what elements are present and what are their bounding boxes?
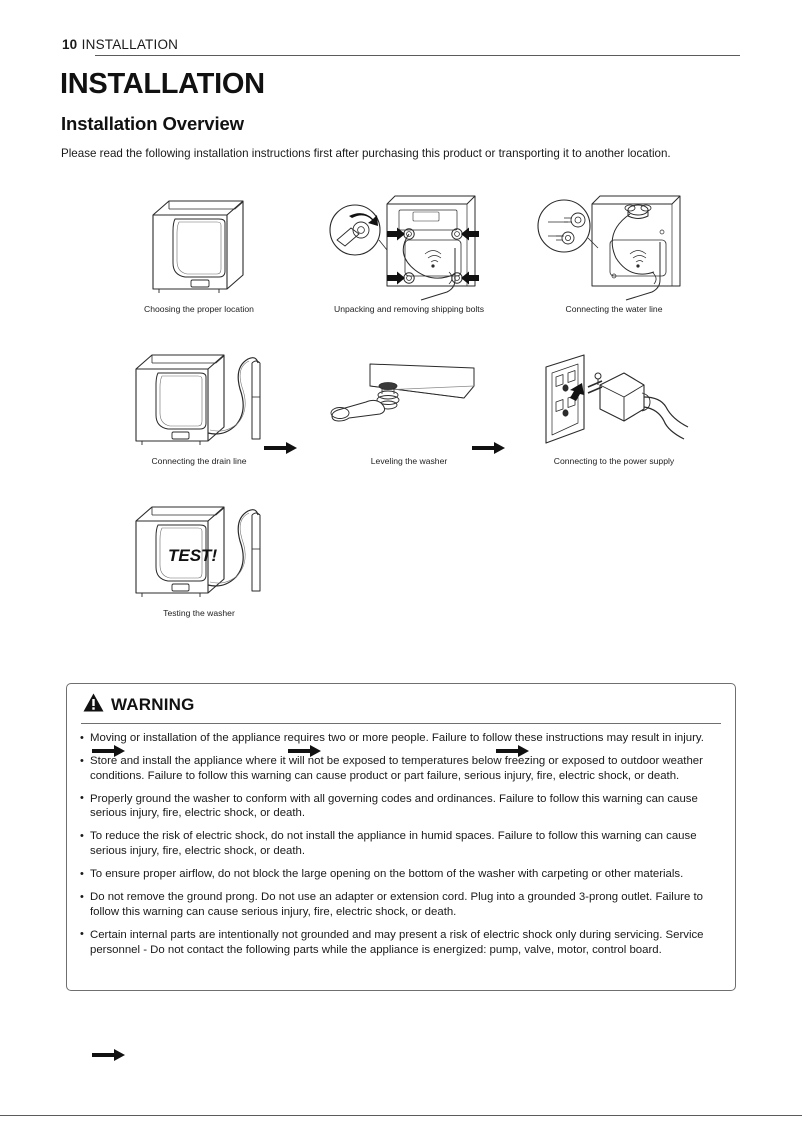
flow-step-water-line: Connecting the water line [511, 186, 717, 315]
flow-step-drain-line: Connecting the drain line [96, 338, 302, 467]
warning-callout-box: WARNING Moving or installation of the ap… [66, 683, 736, 991]
flow-caption: Connecting to the power supply [553, 456, 675, 466]
warning-item: Moving or installation of the appliance … [79, 731, 723, 746]
flow-row-3: TEST! Testing the washer [0, 490, 802, 1061]
flow-row-2: Connecting the drain line [0, 338, 802, 757]
warning-item: Do not remove the ground prong. Do not u… [79, 890, 723, 919]
warning-item: Store and install the appliance where it… [79, 754, 723, 783]
page-number: 10 [62, 37, 78, 52]
flow-step-choosing-location: Choosing the proper location [96, 186, 302, 315]
flow-caption: Connecting the water line [565, 304, 663, 314]
warning-divider [81, 723, 721, 724]
flow-caption: Unpacking and removing shipping bolts [333, 304, 484, 314]
warning-item: To ensure proper airflow, do not block t… [79, 867, 723, 882]
warning-header: WARNING [79, 693, 723, 717]
flow-arrow-icon [92, 1048, 126, 1062]
warning-item: Properly ground the washer to conform wi… [79, 791, 723, 821]
intro-paragraph: Please read the following installation i… [61, 147, 671, 160]
water-line-illustration [511, 186, 717, 304]
footer-divider [0, 1115, 802, 1116]
flow-row-1: Choosing the proper location [0, 186, 802, 454]
shipping-bolts-illustration [306, 186, 512, 304]
leveling-foot-illustration [306, 338, 512, 456]
testing-washer-illustration: TEST! [96, 490, 302, 608]
warning-item: To reduce the risk of electric shock, do… [79, 829, 723, 858]
flow-caption: Leveling the washer [370, 456, 448, 466]
flow-step-leveling: Leveling the washer [306, 338, 512, 467]
header-divider [95, 55, 740, 56]
warning-title: WARNING [111, 695, 195, 714]
flow-step-testing: TEST! Testing the washer [96, 490, 302, 619]
flow-caption: Connecting the drain line [151, 456, 247, 466]
washer-front-illustration [96, 186, 302, 304]
header-chapter-label: INSTALLATION [81, 37, 179, 52]
drain-line-illustration [96, 338, 302, 456]
flow-caption: Testing the washer [163, 608, 235, 618]
test-label: TEST! [168, 546, 217, 565]
flow-caption: Choosing the proper location [144, 304, 254, 314]
warning-list: Moving or installation of the appliance … [79, 731, 723, 957]
page-title: INSTALLATION [60, 68, 265, 100]
warning-triangle-icon [83, 693, 104, 717]
flow-step-power-supply: Connecting to the power supply [511, 338, 717, 467]
installation-overview-flow: Choosing the proper location [0, 186, 802, 1061]
flow-step-unpacking-bolts: Unpacking and removing shipping bolts [306, 186, 512, 315]
section-heading: Installation Overview [61, 113, 244, 134]
running-header: 10 INSTALLATION [62, 36, 740, 58]
warning-item: Certain internal parts are intentionally… [79, 927, 723, 957]
flow-arrow-icon [264, 441, 298, 455]
power-outlet-plug-illustration [511, 338, 717, 456]
flow-arrow-icon [472, 441, 506, 455]
